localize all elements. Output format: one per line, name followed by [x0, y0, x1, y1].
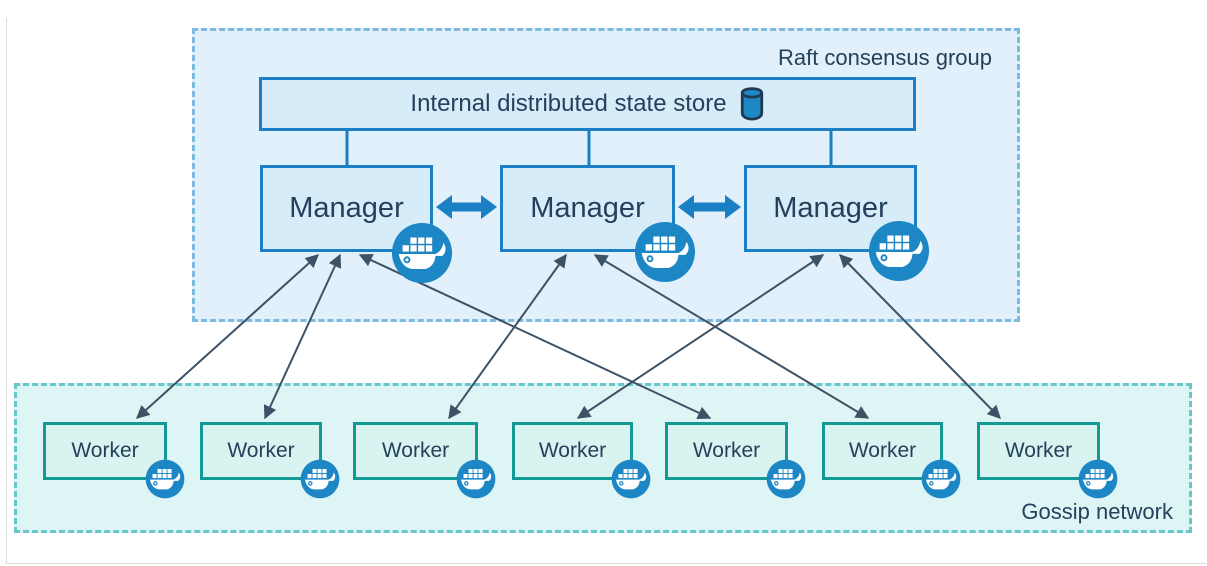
worker-label: Worker	[848, 439, 917, 462]
manager-label: Manager	[773, 192, 888, 224]
manager-node-3: Manager	[744, 165, 917, 252]
raft-consensus-group-label: Raft consensus group	[777, 45, 992, 70]
state-store-box: Internal distributed state store	[259, 77, 916, 131]
worker-label: Worker	[227, 439, 295, 462]
worker-label: Worker	[538, 439, 607, 462]
gossip-network-label: Gossip network	[1021, 499, 1173, 524]
manager-label: Manager	[530, 192, 645, 224]
worker-node-4: Worker	[512, 422, 633, 480]
manager-node-2: Manager	[500, 165, 675, 252]
worker-label: Worker	[692, 439, 761, 462]
worker-node-2: Worker	[200, 422, 322, 480]
database-cylinder-icon	[739, 86, 765, 122]
worker-node-7: Worker	[977, 422, 1100, 480]
manager-node-1: Manager	[260, 165, 433, 252]
worker-node-3: Worker	[353, 422, 478, 480]
worker-node-1: Worker	[43, 422, 167, 480]
worker-node-6: Worker	[822, 422, 943, 480]
manager-label: Manager	[289, 192, 404, 224]
worker-node-5: Worker	[665, 422, 788, 480]
worker-label: Worker	[1004, 439, 1073, 462]
worker-label: Worker	[71, 439, 139, 462]
worker-label: Worker	[381, 439, 450, 462]
state-store-label: Internal distributed state store	[410, 90, 727, 117]
